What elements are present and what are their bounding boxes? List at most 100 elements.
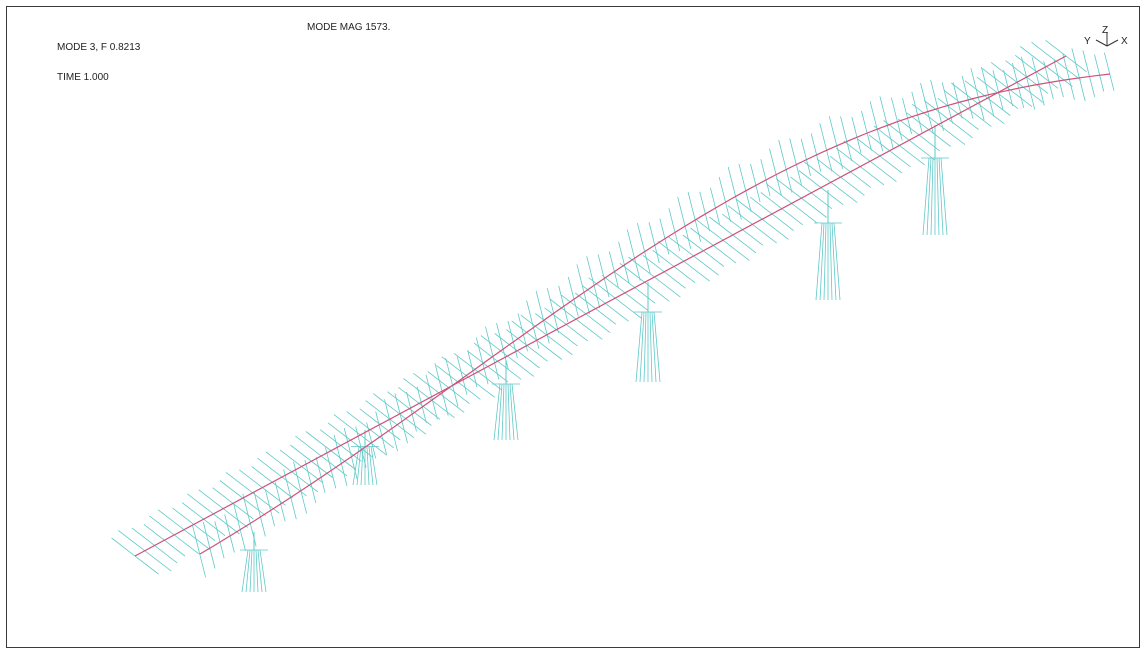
mode-shape-lines xyxy=(111,39,1115,578)
viewport-frame xyxy=(6,6,1140,648)
lower-deck-hatch xyxy=(1082,50,1096,98)
lower-deck-hatch xyxy=(727,166,742,220)
tower-leg xyxy=(833,222,841,301)
lower-deck-hatch xyxy=(1021,56,1036,110)
lower-deck-hatch xyxy=(485,326,500,380)
lower-deck-hatch xyxy=(1071,48,1086,102)
lower-deck-hatch xyxy=(576,264,590,315)
tower-leg xyxy=(255,549,259,593)
lower-deck-hatch xyxy=(1104,52,1115,91)
lower-deck-hatch xyxy=(778,139,793,193)
lower-deck-hatch xyxy=(760,159,771,197)
tower-leg xyxy=(497,383,503,441)
tower-elements xyxy=(240,125,949,593)
tower-leg xyxy=(829,222,833,301)
lower-deck-hatch xyxy=(384,399,398,452)
tower-leg xyxy=(370,446,378,486)
tower-leg xyxy=(643,311,647,383)
tower-leg xyxy=(940,157,948,236)
tower-leg xyxy=(922,157,930,236)
tower-leg xyxy=(651,311,657,383)
lower-deck-hatch xyxy=(840,116,853,162)
lower-deck-hatch xyxy=(891,97,903,141)
lower-deck-hatch xyxy=(375,411,387,455)
tower-leg xyxy=(501,383,505,441)
lower-deck-hatch xyxy=(810,133,822,172)
tower-leg xyxy=(241,549,249,593)
tower-leg xyxy=(368,446,374,486)
lower-deck-hatch xyxy=(981,66,995,117)
lower-deck-hatch xyxy=(283,469,297,520)
tower-leg xyxy=(930,157,934,236)
tower-leg xyxy=(257,549,263,593)
lower-deck-hatch xyxy=(668,208,681,252)
tower-leg xyxy=(259,549,267,593)
lower-deck-hatch xyxy=(315,457,326,493)
lower-deck-hatch xyxy=(710,187,720,224)
mode-magnitude-label: MODE MAG 1573. xyxy=(307,22,391,33)
lower-deck-hatch xyxy=(789,138,802,185)
lower-deck-hatch xyxy=(637,223,651,275)
lower-deck-hatch xyxy=(456,356,468,395)
triad-z-label: Z xyxy=(1102,25,1108,36)
lower-deck-hatch xyxy=(1062,53,1075,100)
triad-y-label: Y xyxy=(1084,36,1091,47)
lower-deck-hatch xyxy=(828,116,843,169)
tower-leg xyxy=(653,311,661,383)
tower-leg xyxy=(926,157,932,236)
lower-deck-hatch xyxy=(265,490,275,527)
tower-leg xyxy=(352,446,360,486)
tower-leg xyxy=(360,446,364,486)
lower-deck-hatch xyxy=(902,98,912,134)
lower-deck-hatch xyxy=(1012,63,1025,108)
lower-deck-hatch xyxy=(546,288,559,333)
lower-deck-hatch xyxy=(861,110,872,151)
lower-deck-hatch xyxy=(394,393,408,444)
tower-leg xyxy=(819,222,825,301)
tower-leg xyxy=(245,549,251,593)
lower-deck-hatch xyxy=(851,116,862,154)
lower-deck-hatch xyxy=(1003,69,1014,107)
lower-deck-hatch xyxy=(558,285,569,323)
tower-leg xyxy=(815,222,823,301)
lower-deck-hatch xyxy=(445,358,459,407)
lower-deck-hatch xyxy=(608,251,619,288)
tower-leg xyxy=(507,383,511,441)
lower-deck-hatch xyxy=(648,222,660,264)
mode-frequency-label: MODE 3, F 0.8213 xyxy=(57,42,141,53)
lower-deck-hatch xyxy=(253,491,266,537)
lower-deck-hatch xyxy=(467,349,478,388)
lower-deck-hatch xyxy=(475,337,489,384)
tower-leg xyxy=(635,311,643,383)
lower-deck-hatch xyxy=(214,521,225,559)
deck-centerlines xyxy=(134,55,1111,557)
lower-deck-hatch xyxy=(819,123,833,172)
tower-leg xyxy=(823,222,827,301)
lower-deck-hatch xyxy=(961,75,974,119)
tower-leg xyxy=(511,383,519,441)
lower-deck-hatch xyxy=(434,363,449,416)
tower-leg xyxy=(649,311,653,383)
tower-leg xyxy=(831,222,837,301)
lower-deck-hatch xyxy=(970,68,985,121)
tower-leg xyxy=(936,157,940,236)
lower-deck-hatch xyxy=(304,459,317,503)
lower-deck-hatch xyxy=(224,514,235,553)
lower-deck-hatch xyxy=(366,422,377,459)
lower-deck-hatch xyxy=(191,524,206,578)
lower-deck-hatch xyxy=(699,191,711,232)
lower-deck-hatch xyxy=(586,256,601,309)
tower-leg xyxy=(356,446,362,486)
lower-deck-hatch xyxy=(325,447,337,489)
lower-deck-hatch xyxy=(233,502,246,551)
lower-deck-hatch xyxy=(992,70,1004,110)
lower-deck-hatch xyxy=(618,241,630,283)
tower-leg xyxy=(938,157,944,236)
lower-deck-hatch xyxy=(626,229,641,281)
lower-deck-hatch xyxy=(920,82,934,134)
lower-deck-hatch xyxy=(1053,60,1064,98)
triad-x-label: X xyxy=(1121,36,1128,47)
lower-deck-hatch xyxy=(941,82,953,124)
tower-leg xyxy=(639,311,645,383)
